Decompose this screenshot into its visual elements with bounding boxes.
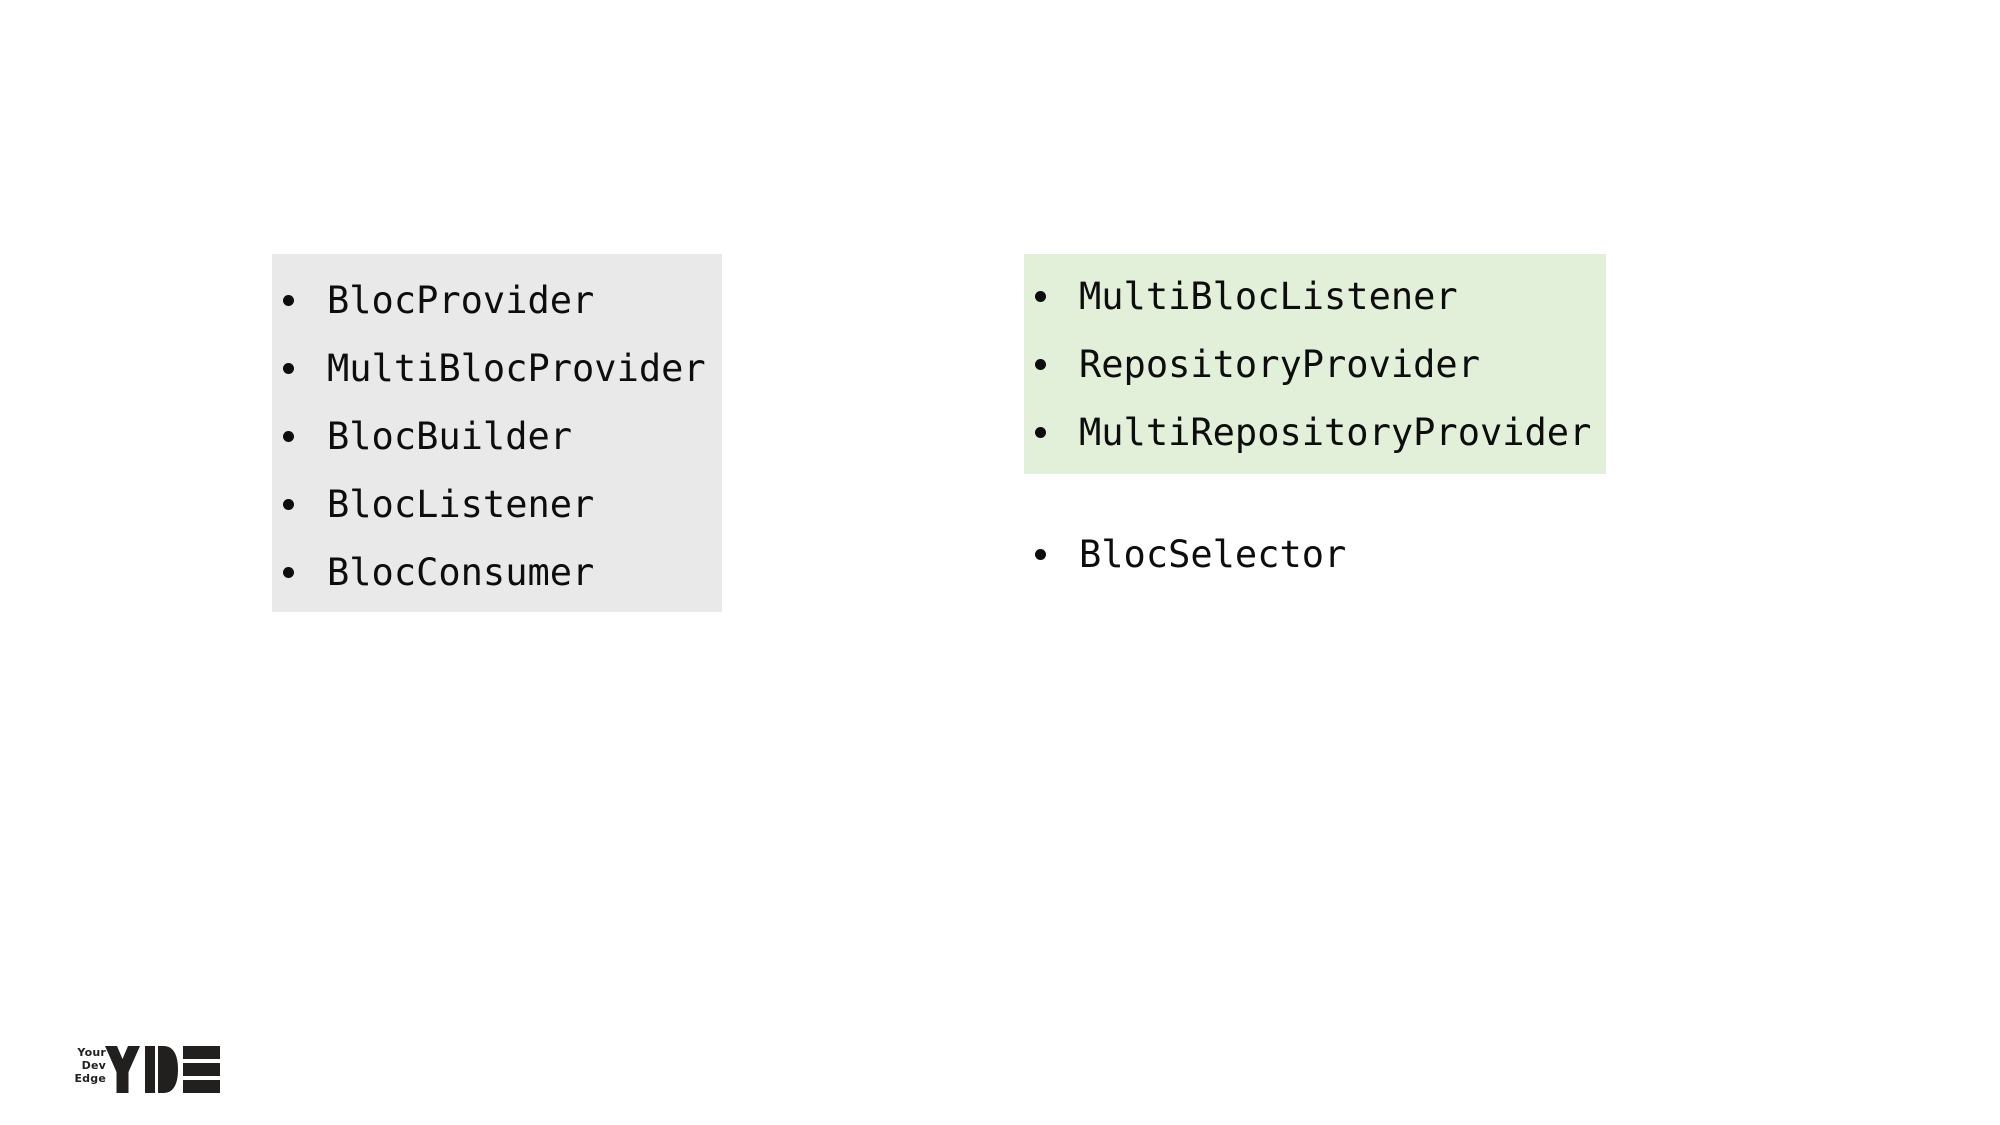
bullet-icon bbox=[1035, 290, 1046, 302]
bullet-icon bbox=[283, 430, 294, 442]
list-item: BlocConsumer bbox=[272, 538, 722, 606]
list-item: MultiRepositoryProvider bbox=[1024, 398, 1606, 466]
bullet-icon bbox=[283, 362, 294, 374]
list-item: MultiBlocProvider bbox=[272, 334, 722, 402]
list-item: BlocSelector bbox=[1024, 520, 1346, 588]
bullet-icon bbox=[1035, 358, 1046, 370]
yde-monogram-icon bbox=[105, 1046, 220, 1093]
logo-tagline-line: Your bbox=[77, 1046, 106, 1059]
list-item-label: BlocListener bbox=[327, 482, 595, 526]
list-item-label: RepositoryProvider bbox=[1079, 342, 1480, 386]
bloc-widgets-list: BlocProvider MultiBlocProvider BlocBuild… bbox=[272, 266, 722, 606]
bullet-icon bbox=[283, 566, 294, 578]
highlighted-widgets-list: MultiBlocListener RepositoryProvider Mul… bbox=[1024, 262, 1606, 466]
list-item: BlocListener bbox=[272, 470, 722, 538]
list-item-label: BlocConsumer bbox=[327, 550, 595, 594]
bullet-icon bbox=[283, 498, 294, 510]
standalone-list: BlocSelector bbox=[1024, 520, 1346, 588]
list-item: BlocProvider bbox=[272, 266, 722, 334]
logo-tagline: Your Dev Edge bbox=[58, 1046, 106, 1085]
logo-tagline-line: Dev bbox=[81, 1059, 106, 1072]
list-item-label: MultiBlocListener bbox=[1079, 274, 1458, 318]
bullet-icon bbox=[283, 294, 294, 306]
highlighted-widgets-panel: MultiBlocListener RepositoryProvider Mul… bbox=[1024, 254, 1606, 474]
list-item-label: BlocBuilder bbox=[327, 414, 573, 458]
list-item: BlocBuilder bbox=[272, 402, 722, 470]
bloc-widgets-panel: BlocProvider MultiBlocProvider BlocBuild… bbox=[272, 254, 722, 612]
bullet-icon bbox=[1035, 548, 1046, 560]
list-item: RepositoryProvider bbox=[1024, 330, 1606, 398]
list-item-label: MultiRepositoryProvider bbox=[1079, 410, 1592, 454]
list-item-label: MultiBlocProvider bbox=[327, 346, 706, 390]
yde-logo: Your Dev Edge bbox=[58, 1042, 228, 1098]
bullet-icon bbox=[1035, 426, 1046, 438]
logo-tagline-line: Edge bbox=[74, 1072, 106, 1085]
list-item: MultiBlocListener bbox=[1024, 262, 1606, 330]
list-item-label: BlocSelector bbox=[1079, 532, 1347, 576]
list-item-label: BlocProvider bbox=[327, 278, 595, 322]
